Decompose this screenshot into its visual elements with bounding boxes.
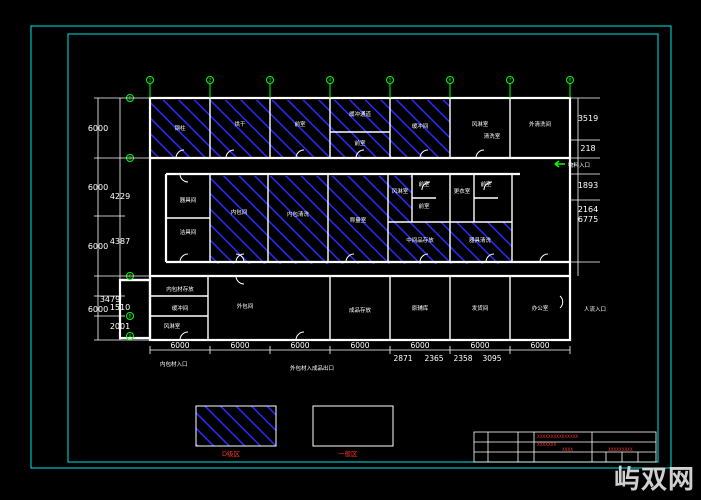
dim-bottom: 6000 [470, 341, 489, 350]
room-label: 前室 [480, 180, 492, 188]
entry-material: 内包材入口 [160, 360, 188, 368]
axis-label: 5 [389, 78, 392, 83]
dim-right: 218 [580, 144, 595, 153]
room-label: 缓冲间 [172, 304, 189, 312]
dim-left: 6000 [88, 183, 108, 192]
room-label: 前室 [294, 120, 306, 128]
row-label: A [129, 334, 132, 339]
axis-label: 1 [149, 78, 152, 83]
dim-left: 2001 [110, 322, 130, 331]
axis-label: 6 [449, 78, 452, 83]
dim-bottom: 2871 [393, 354, 412, 363]
room-label: 洁具间 [180, 228, 197, 236]
dim-bottom: 6000 [350, 341, 369, 350]
axis-bubble [506, 76, 514, 98]
dim-left: 4387 [110, 237, 130, 246]
dim-bottom: 6000 [410, 341, 429, 350]
entry-logistics: 物料入口 [568, 161, 590, 169]
inner-frame [67, 33, 659, 463]
room-label: 风淋室 [392, 187, 409, 195]
dim-left: 4229 [110, 192, 130, 201]
legend-clean-label: D级区 [222, 449, 241, 458]
room-label: 外包间 [237, 302, 254, 310]
room-label: 钢柱 [174, 124, 186, 132]
room-label: 外清洗间 [529, 120, 551, 128]
room-label: 前室 [418, 202, 430, 210]
dim-right: 1893 [578, 181, 598, 190]
room-label: 缓冲通道 [349, 110, 372, 118]
dim-bottom: 6000 [530, 341, 549, 350]
axis-label: 8 [569, 78, 572, 83]
door-swings [175, 149, 564, 341]
axis-bubble [146, 76, 154, 98]
dim-bottom: 6000 [290, 341, 309, 350]
room-label: 器具间 [180, 196, 197, 204]
entry-personnel: 人流入口 [584, 305, 606, 313]
dimension-lines [94, 97, 600, 354]
watermark: 屿双网 [613, 465, 695, 495]
title-project: XXXXXXXXX [608, 447, 633, 452]
legend: D级区 一般区 [195, 405, 394, 458]
title-design-name: XXXXXXXXXXXXXXX [537, 434, 578, 439]
room-label: 称量室 [350, 216, 367, 224]
axis-label: 7 [509, 78, 512, 83]
room-label: 发货间 [472, 304, 489, 312]
dim-bottom: 2365 [424, 354, 443, 363]
room-label: 内包间 [231, 208, 248, 216]
room-label: 风淋室 [164, 322, 181, 330]
room-label: 前室 [418, 180, 430, 188]
axis-bubble [566, 76, 574, 98]
dim-bottom: 2358 [453, 354, 472, 363]
dim-bottom: 6000 [170, 341, 189, 350]
axis-bubble [446, 76, 454, 98]
room-label: 前室 [354, 139, 366, 147]
axis-label: 4 [329, 78, 332, 83]
axis-bubble [386, 76, 394, 98]
dim-bottom: 6000 [230, 341, 249, 350]
room-label: 原辅库 [412, 304, 429, 312]
dim-right: 2164 [578, 205, 598, 214]
room-label: 器具清洗 [469, 236, 492, 244]
partitions [150, 98, 513, 340]
room-label: 风淋室 [472, 120, 489, 128]
row-label: B [129, 314, 132, 319]
dim-right: 3519 [578, 114, 598, 123]
room-label: 更衣室 [454, 187, 471, 195]
axis-label: 3 [269, 78, 272, 83]
title-design-sub: XXXXXXX [537, 442, 556, 447]
dim-left: 6000 [88, 305, 108, 314]
dim-left: 1510 [110, 303, 130, 312]
room-label: 内包清洗 [287, 210, 310, 218]
room-label: 烘干 [234, 120, 246, 128]
clean-zone-hatch [150, 100, 512, 446]
dim-right: 6775 [578, 215, 598, 224]
room-label: 办公室 [532, 304, 549, 312]
legend-general-label: 一般区 [338, 449, 358, 458]
room-label: 中间品存放 [406, 236, 434, 244]
axis-bubbles-top [146, 76, 574, 98]
room-label: 缓冲间 [412, 122, 429, 130]
dim-left: 6000 [88, 124, 108, 133]
dim-left: 6000 [88, 242, 108, 251]
room-label: 清洗室 [484, 132, 501, 140]
room-label: 内包材存放 [166, 285, 194, 293]
axis-bubble [266, 76, 274, 98]
entry-outer: 外包材入成品出口 [290, 364, 334, 372]
axis-bubble [206, 76, 214, 98]
axis-label: 2 [209, 78, 212, 83]
outer-frame [30, 25, 672, 469]
dim-bottom: 3095 [482, 354, 501, 363]
room-label: 成品存放 [349, 306, 372, 314]
arrow-icon [554, 160, 565, 168]
title-code: XXXX [562, 447, 573, 452]
title-block [473, 431, 657, 463]
dim-left: 3479 [100, 295, 120, 304]
axis-bubble [326, 76, 334, 98]
